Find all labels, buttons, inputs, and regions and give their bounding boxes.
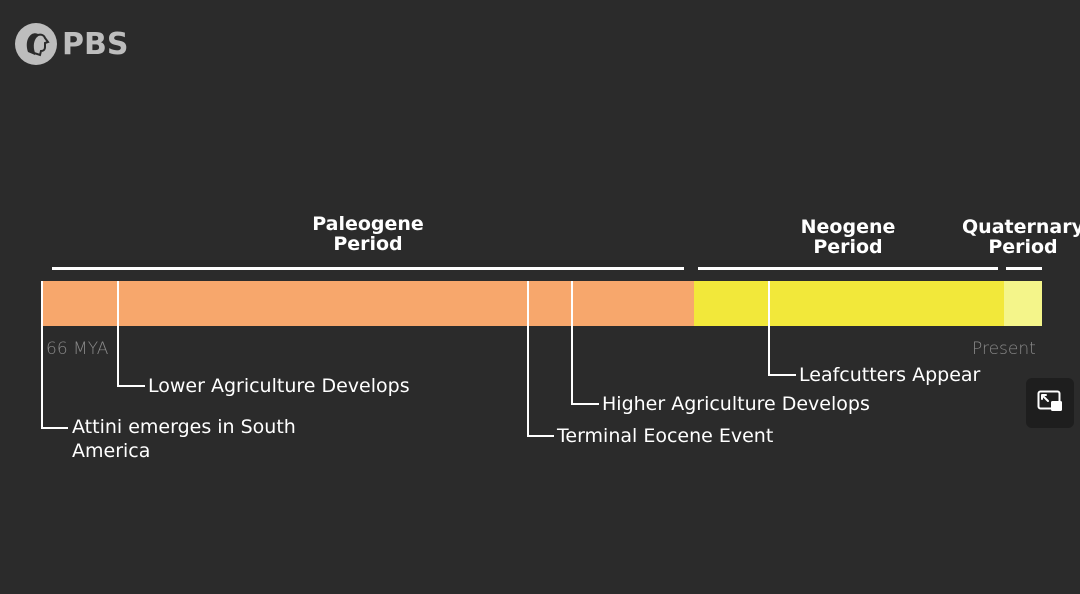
paleogene-bar [42,281,694,326]
lower-agriculture-marker-line [117,281,119,387]
higher-agriculture-marker-line [571,281,573,405]
pbs-logo: PBS [14,22,128,66]
attini-marker-line [41,281,43,429]
higher-agriculture-connector [571,403,599,405]
picture-in-picture-icon [1037,390,1063,416]
leafcutters-event-label: Leafcutters Appear [799,364,981,386]
neogene-bracket [698,267,998,270]
leafcutters-connector [768,374,796,376]
end-axis-label: Present [972,339,1036,359]
attini-connector [41,427,68,429]
leafcutters-marker-line [768,281,770,376]
terminal-eocene-marker-line [527,281,529,437]
paleogene-period-label: Paleogene Period [312,213,424,255]
lower-agriculture-event-label: Lower Agriculture Develops [148,375,410,397]
neogene-period-label: Neogene Period [800,216,896,258]
lower-agriculture-connector [117,385,145,387]
start-axis-label: 66 MYA [46,339,109,359]
pbs-logo-text: PBS [62,26,129,62]
quaternary-bar [1004,281,1042,326]
neogene-bar [694,281,1004,326]
attini-event-label: Attini emerges in South America [72,416,296,462]
higher-agriculture-event-label: Higher Agriculture Develops [602,393,870,415]
terminal-eocene-event-label: Terminal Eocene Event [557,425,774,447]
pbs-head-icon [14,22,58,66]
quaternary-period-label: Quaternary Period [962,216,1080,258]
terminal-eocene-connector [527,435,554,437]
pip-button[interactable] [1026,378,1074,428]
quaternary-bracket [1006,267,1042,270]
paleogene-bracket [52,267,684,270]
